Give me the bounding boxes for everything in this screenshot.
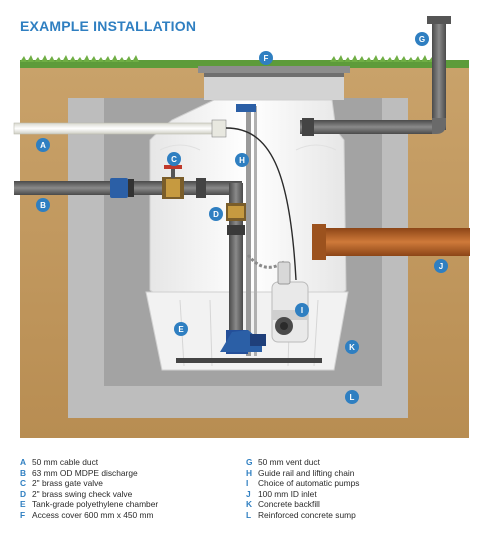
svg-text:K: K	[349, 343, 355, 352]
badge-f: F	[259, 51, 273, 65]
svg-text:B: B	[40, 201, 46, 210]
inlet-pipe	[312, 224, 470, 260]
badge-i: I	[295, 303, 309, 317]
vent-duct	[300, 16, 451, 136]
diagram-title: EXAMPLE INSTALLATION	[20, 18, 197, 34]
badge-g: G	[415, 32, 429, 46]
badge-d: D	[209, 207, 223, 221]
badge-b: B	[36, 198, 50, 212]
badge-j: J	[434, 259, 448, 273]
badge-h: H	[235, 153, 249, 167]
badge-a: A	[36, 138, 50, 152]
gate-valve	[162, 165, 184, 199]
badge-e: E	[174, 322, 188, 336]
badge-c: C	[167, 152, 181, 166]
badge-l: L	[345, 390, 359, 404]
badge-k: K	[345, 340, 359, 354]
svg-text:F: F	[264, 54, 269, 63]
discharge-pump	[220, 330, 266, 354]
svg-text:D: D	[213, 210, 219, 219]
svg-text:H: H	[239, 156, 245, 165]
pump-cable	[225, 127, 297, 281]
svg-text:E: E	[178, 325, 184, 334]
cable-duct	[13, 122, 215, 135]
base-plate	[176, 358, 322, 363]
svg-text:C: C	[171, 155, 177, 164]
installation-diagram: A B C D E F G H I J K L	[13, 16, 470, 438]
check-valve	[226, 203, 246, 221]
svg-text:A: A	[40, 141, 46, 150]
automatic-pump	[271, 261, 309, 343]
svg-text:L: L	[350, 393, 355, 402]
svg-text:I: I	[301, 306, 303, 315]
grass	[20, 55, 469, 68]
access-cover	[198, 66, 350, 73]
svg-text:J: J	[439, 262, 443, 271]
svg-text:G: G	[419, 35, 425, 44]
guide-rail	[246, 106, 251, 356]
